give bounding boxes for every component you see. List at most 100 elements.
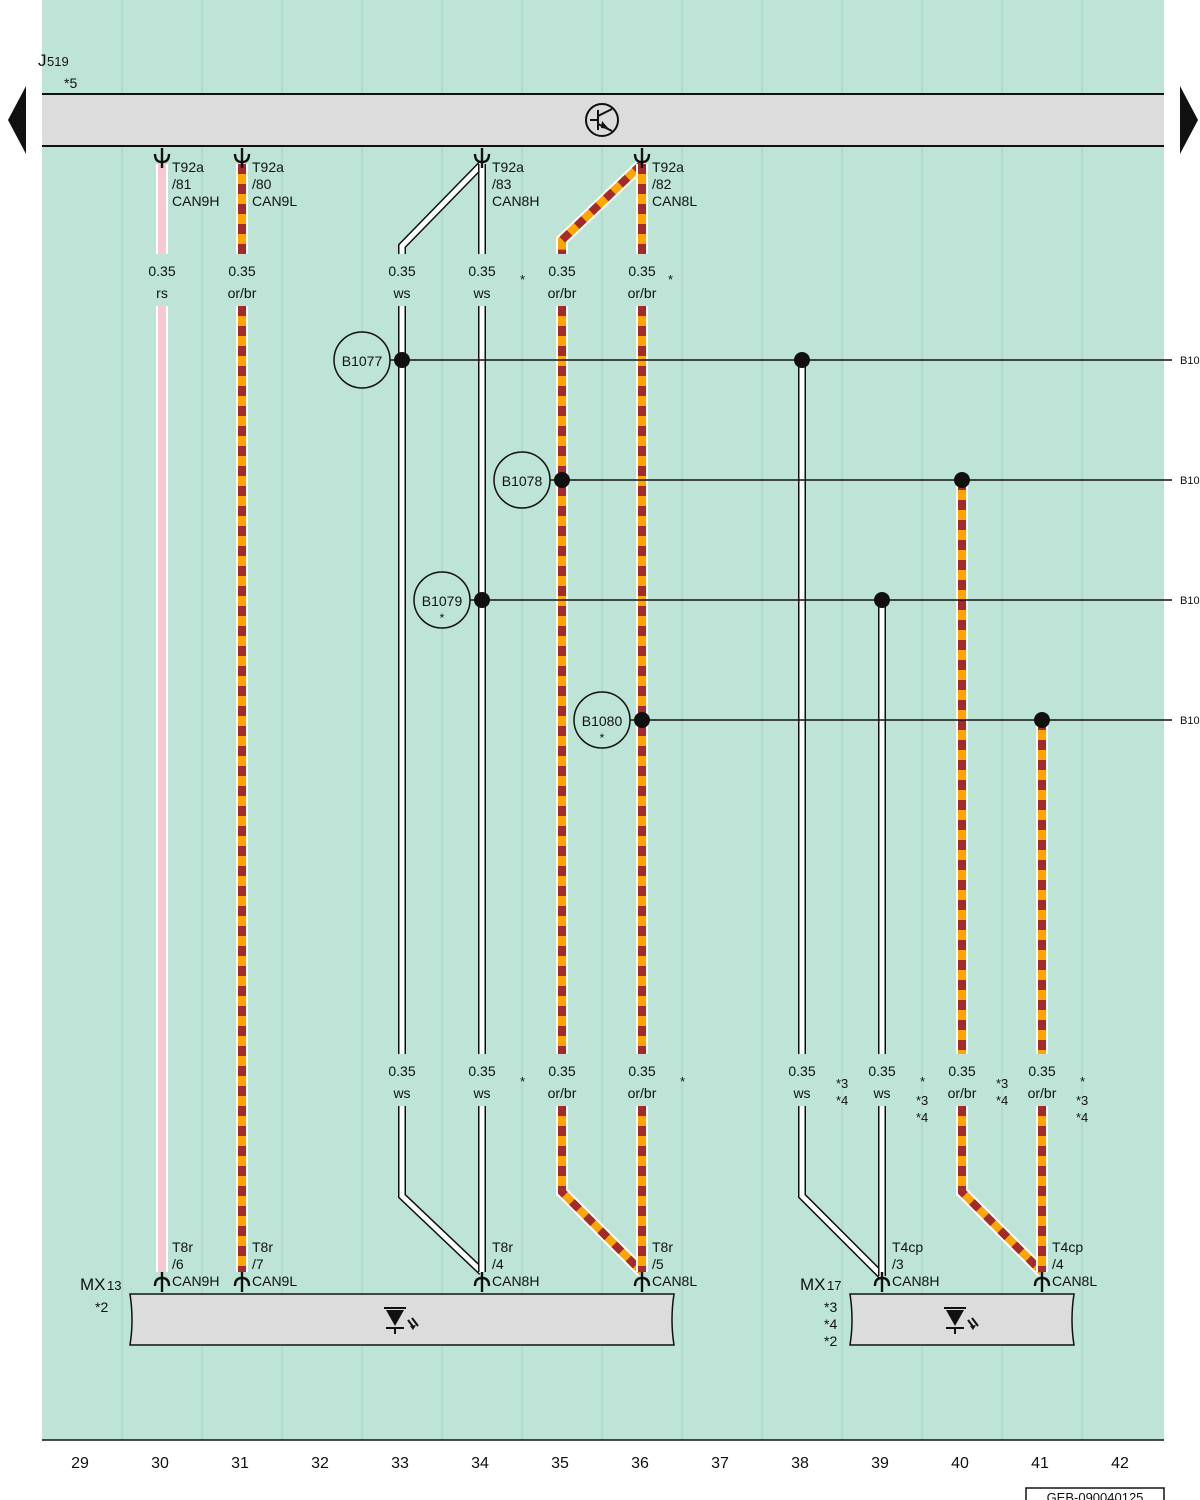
svg-text:*3: *3 <box>916 1093 928 1108</box>
previous-page-arrow-icon[interactable] <box>8 86 26 154</box>
svg-text:39: 39 <box>871 1455 889 1472</box>
svg-text:T8r: T8r <box>252 1239 273 1255</box>
svg-text:CAN8L: CAN8L <box>652 1273 697 1289</box>
svg-text:or/br: or/br <box>1028 1085 1057 1101</box>
svg-text:CAN9H: CAN9H <box>172 193 219 209</box>
svg-text:0.35: 0.35 <box>948 1063 975 1079</box>
svg-text:/7: /7 <box>252 1256 264 1272</box>
splice-b1079[interactable]: B1079 * <box>413 571 471 629</box>
wire-col33-ws <box>398 161 485 1275</box>
splice-label: B1078 <box>502 473 543 489</box>
svg-text:/3: /3 <box>892 1256 904 1272</box>
svg-text:0.35: 0.35 <box>1028 1063 1055 1079</box>
svg-text:0.35: 0.35 <box>628 1063 655 1079</box>
splice-continuation-refs: B10 B10 B10 B10 <box>1180 355 1200 727</box>
bottom-pin-labels: T8r /6 CAN9H T8r /7 CAN9L T8r /4 CAN8H T… <box>172 1239 1097 1289</box>
splice-dots <box>394 352 1050 728</box>
control-unit-bar <box>42 94 1164 146</box>
svg-text:T8r: T8r <box>492 1239 513 1255</box>
svg-text:ws: ws <box>792 1085 810 1101</box>
svg-text:*4: *4 <box>1076 1110 1088 1125</box>
svg-text:*4: *4 <box>836 1093 848 1108</box>
splice-dot <box>394 352 410 368</box>
svg-text:37: 37 <box>711 1455 729 1472</box>
svg-text:CAN9L: CAN9L <box>252 1273 297 1289</box>
next-page-arrow-icon[interactable] <box>1180 86 1198 154</box>
svg-text:0.35: 0.35 <box>628 263 655 279</box>
svg-text:30: 30 <box>151 1455 169 1472</box>
wire-col35-orbr <box>556 159 647 1277</box>
svg-text:CAN8L: CAN8L <box>652 193 697 209</box>
svg-text:*: * <box>1080 1074 1085 1089</box>
splice-dot <box>634 712 650 728</box>
upper-wire-labels: 0.35 rs 0.35 or/br 0.35 ws 0.35 ws 0.35 … <box>148 263 656 301</box>
svg-text:or/br: or/br <box>548 285 577 301</box>
svg-text:13: 13 <box>107 1278 121 1293</box>
svg-text:rs: rs <box>156 285 168 301</box>
svg-text:32: 32 <box>311 1455 329 1472</box>
svg-text:B10: B10 <box>1180 355 1200 367</box>
svg-text:T92a: T92a <box>172 159 204 175</box>
svg-text:33: 33 <box>391 1455 409 1472</box>
upper-notes: * * <box>520 272 673 287</box>
svg-text:*3: *3 <box>836 1076 848 1091</box>
svg-text:CAN8H: CAN8H <box>492 193 539 209</box>
lower-notes: * * *3 *4 * *3 *4 *3 *4 * *3 *4 <box>520 1074 1088 1125</box>
svg-text:0.35: 0.35 <box>548 263 575 279</box>
svg-text:0.35: 0.35 <box>388 263 415 279</box>
svg-text:*4: *4 <box>824 1316 837 1332</box>
splice-label: B1077 <box>342 353 383 369</box>
svg-text:40: 40 <box>951 1455 969 1472</box>
svg-text:B10: B10 <box>1180 715 1200 727</box>
svg-text:*2: *2 <box>95 1299 108 1315</box>
splice-label: B1080 <box>582 713 623 729</box>
splice-note: * <box>600 731 605 745</box>
svg-text:*3: *3 <box>824 1299 837 1315</box>
module-mx17[interactable] <box>849 1293 1075 1346</box>
svg-text:ws: ws <box>392 1085 410 1101</box>
svg-text:/4: /4 <box>1052 1256 1064 1272</box>
svg-text:B10: B10 <box>1180 475 1200 487</box>
led-indicator-icon <box>944 1307 979 1334</box>
svg-text:29: 29 <box>71 1455 89 1472</box>
svg-text:0.35: 0.35 <box>388 1063 415 1079</box>
module-mx13[interactable] <box>129 1293 675 1346</box>
svg-text:34: 34 <box>471 1455 489 1472</box>
lower-wire-labels: 0.35 ws 0.35 ws 0.35 or/br 0.35 or/br 0.… <box>388 1063 1056 1101</box>
svg-text:/6: /6 <box>172 1256 184 1272</box>
svg-text:CAN9L: CAN9L <box>252 193 297 209</box>
svg-text:or/br: or/br <box>628 285 657 301</box>
diagram-code-box: GEB-090040125 <box>1025 1487 1165 1500</box>
svg-text:0.35: 0.35 <box>468 263 495 279</box>
svg-text:/5: /5 <box>652 1256 664 1272</box>
svg-text:0.35: 0.35 <box>548 1063 575 1079</box>
svg-text:*3: *3 <box>996 1076 1008 1091</box>
splice-dot <box>954 472 970 488</box>
svg-text:CAN9H: CAN9H <box>172 1273 219 1289</box>
svg-text:CAN8H: CAN8H <box>492 1273 539 1289</box>
svg-text:36: 36 <box>631 1455 649 1472</box>
svg-text:or/br: or/br <box>948 1085 977 1101</box>
splice-bus-lines <box>390 359 1172 721</box>
svg-text:T92a: T92a <box>492 159 524 175</box>
svg-text:0.35: 0.35 <box>868 1063 895 1079</box>
svg-text:*: * <box>520 272 525 287</box>
splice-b1080[interactable]: B1080 * <box>573 691 631 749</box>
svg-text:GEB-090040125: GEB-090040125 <box>1047 1490 1144 1500</box>
splice-label: B1079 <box>422 593 463 609</box>
svg-text:B10: B10 <box>1180 595 1200 607</box>
splice-dot <box>874 592 890 608</box>
splice-b1078[interactable]: B1078 <box>493 451 551 509</box>
svg-text:T8r: T8r <box>172 1239 193 1255</box>
splice-dot <box>1034 712 1050 728</box>
column-numbers: 29 30 31 32 33 34 35 36 37 38 39 40 41 4… <box>71 1455 1129 1472</box>
svg-text:T4cp: T4cp <box>892 1239 923 1255</box>
svg-text:T92a: T92a <box>252 159 284 175</box>
svg-text:*3: *3 <box>1076 1093 1088 1108</box>
svg-text:ws: ws <box>472 285 490 301</box>
upper-component-sub: 519 <box>47 54 69 69</box>
splice-b1077[interactable]: B1077 <box>333 331 391 389</box>
svg-text:*2: *2 <box>824 1333 837 1349</box>
svg-text:or/br: or/br <box>228 285 257 301</box>
svg-text:CAN8H: CAN8H <box>892 1273 939 1289</box>
